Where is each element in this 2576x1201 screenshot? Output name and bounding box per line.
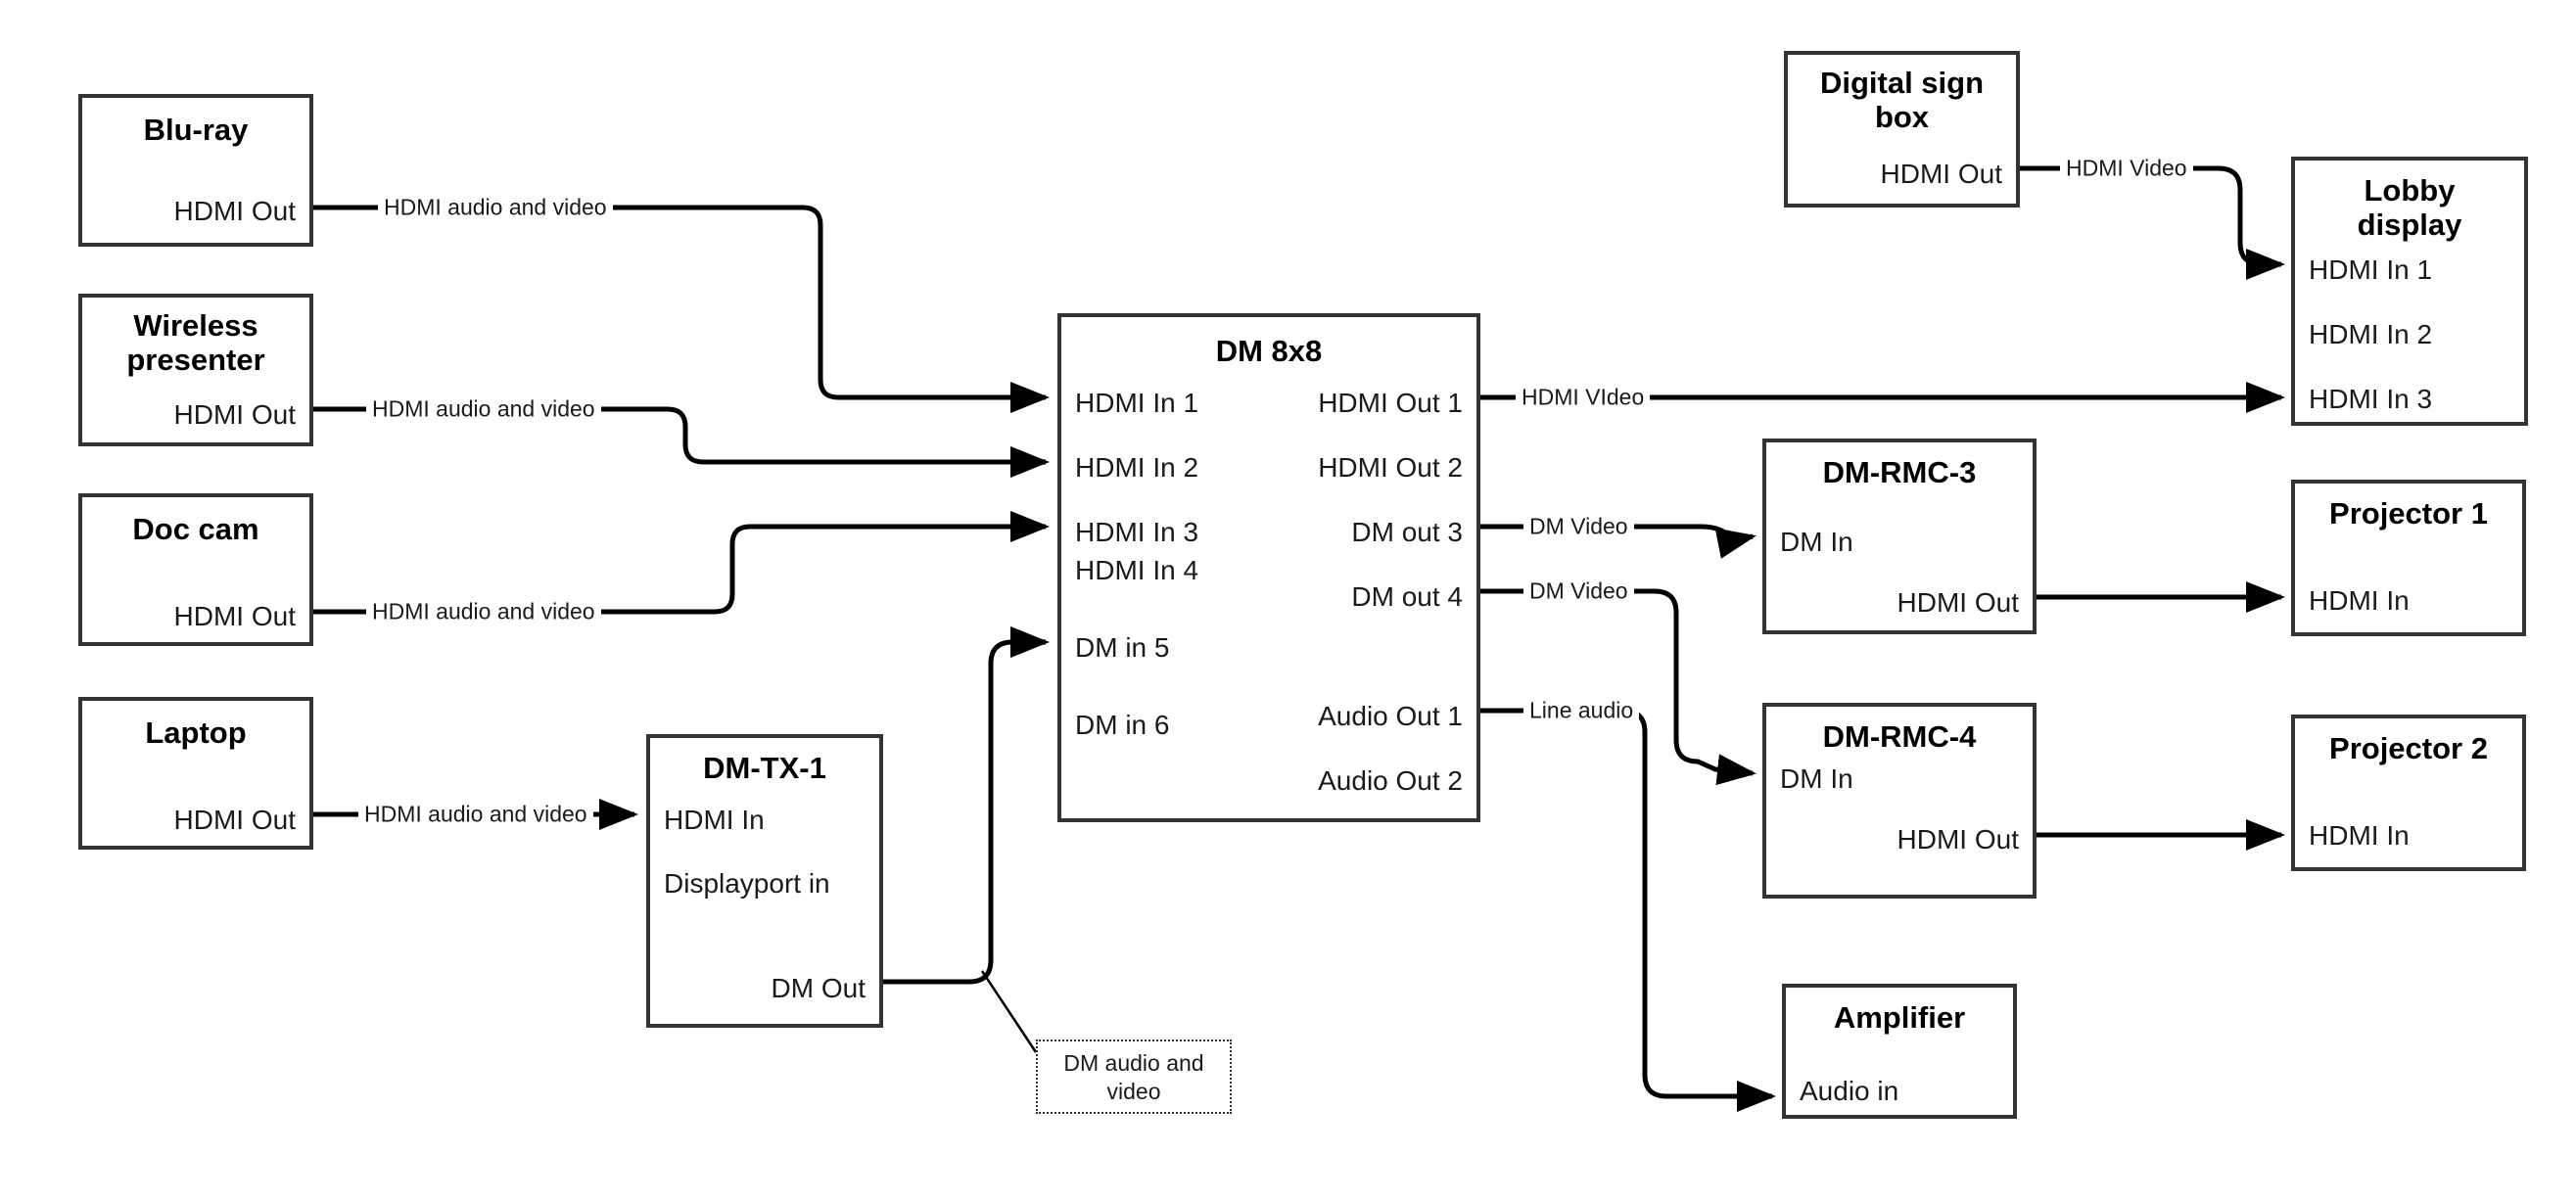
node-bluray[interactable]: Blu-ray HDMI Out bbox=[78, 94, 313, 247]
node-dm-8x8-port-hdmi-out-2: HDMI Out 2 bbox=[1318, 452, 1463, 483]
node-digital-sign-box-title: Digital sign box bbox=[1819, 66, 1985, 134]
wire-callout-leader bbox=[980, 970, 1038, 1053]
node-dm-rmc-3-title: DM-RMC-3 bbox=[1822, 455, 1977, 489]
node-dm-8x8[interactable]: DM 8x8 HDMI In 1 HDMI In 2 HDMI In 3 HDM… bbox=[1057, 313, 1480, 822]
edge-label-sign-to-lobby-in1: HDMI Video bbox=[2060, 155, 2193, 182]
node-laptop-title: Laptop bbox=[145, 716, 247, 750]
wire-dm-out4-to-rmc4 bbox=[1480, 588, 1756, 786]
node-lobby-display-port-hdmi-in-1: HDMI In 1 bbox=[2309, 254, 2433, 285]
node-bluray-port-hdmi-out: HDMI Out bbox=[173, 196, 296, 226]
node-wireless-presenter-title: Wireless presenter bbox=[126, 308, 265, 377]
node-dm-8x8-port-audio-out-2: Audio Out 2 bbox=[1318, 765, 1463, 796]
edge-callout-dm-audio-and-video: DM audio and video bbox=[1036, 1039, 1232, 1114]
node-laptop[interactable]: Laptop HDMI Out bbox=[78, 697, 313, 850]
node-dm-tx-1-title: DM-TX-1 bbox=[703, 751, 826, 785]
node-amplifier-title: Amplifier bbox=[1833, 1000, 1966, 1035]
node-lobby-display[interactable]: Lobby display HDMI In 1 HDMI In 2 HDMI I… bbox=[2291, 157, 2528, 426]
node-projector-2-port-hdmi-in: HDMI In bbox=[2309, 820, 2410, 851]
node-dm-8x8-port-dm-in-6: DM in 6 bbox=[1075, 710, 1170, 740]
node-projector-1-title: Projector 1 bbox=[2329, 496, 2488, 531]
node-dm-8x8-port-dm-out-4: DM out 4 bbox=[1351, 581, 1463, 612]
node-lobby-display-port-hdmi-in-2: HDMI In 2 bbox=[2309, 319, 2433, 349]
node-dm-8x8-port-hdmi-in-2: HDMI In 2 bbox=[1075, 452, 1199, 483]
edge-label-wireless-to-dm-in2: HDMI audio and video bbox=[366, 395, 601, 423]
node-amplifier[interactable]: Amplifier Audio in bbox=[1782, 984, 2017, 1119]
node-dm-rmc-4-port-hdmi-out: HDMI Out bbox=[1897, 824, 2019, 855]
wire-sign-to-lobby-in1 bbox=[2020, 165, 2286, 280]
node-dm-tx-1-port-hdmi-in: HDMI In bbox=[664, 805, 765, 835]
node-dm-rmc-4-port-dm-in: DM In bbox=[1780, 763, 1853, 794]
node-digital-sign-box-port-hdmi-out: HDMI Out bbox=[1880, 159, 2002, 189]
node-dm-8x8-port-hdmi-in-3: HDMI In 3 bbox=[1075, 517, 1199, 547]
node-dm-tx-1[interactable]: DM-TX-1 HDMI In Displayport in DM Out bbox=[646, 734, 883, 1028]
node-bluray-title: Blu-ray bbox=[143, 113, 249, 147]
node-lobby-display-port-hdmi-in-3: HDMI In 3 bbox=[2309, 384, 2433, 414]
edge-label-dm-out4-to-rmc4: DM Video bbox=[1523, 577, 1634, 605]
node-laptop-port-hdmi-out: HDMI Out bbox=[173, 805, 296, 835]
node-projector-2-title: Projector 2 bbox=[2329, 731, 2488, 765]
node-projector-1[interactable]: Projector 1 HDMI In bbox=[2291, 480, 2526, 636]
node-dm-8x8-port-hdmi-in-1: HDMI In 1 bbox=[1075, 388, 1199, 418]
node-dm-8x8-title: DM 8x8 bbox=[1215, 334, 1323, 368]
node-amplifier-port-audio-in: Audio in bbox=[1800, 1076, 1899, 1106]
node-dm-tx-1-port-displayport-in: Displayport in bbox=[664, 868, 830, 899]
edge-label-dm-aout1-to-amplifier: Line audio bbox=[1523, 697, 1640, 724]
node-lobby-display-title: Lobby display bbox=[2357, 173, 2462, 242]
wire-bluray-to-dm-in1 bbox=[313, 205, 1051, 413]
wire-dmtx1-to-dm-in5 bbox=[883, 625, 1051, 985]
node-wireless-presenter-port-hdmi-out: HDMI Out bbox=[173, 399, 296, 430]
node-projector-2[interactable]: Projector 2 HDMI In bbox=[2291, 715, 2526, 871]
node-dm-8x8-port-dm-out-3: DM out 3 bbox=[1351, 517, 1463, 547]
node-dm-8x8-port-audio-out-1: Audio Out 1 bbox=[1318, 701, 1463, 731]
node-dm-rmc-4-title: DM-RMC-4 bbox=[1822, 719, 1977, 754]
edge-label-bluray-to-dm-in1: HDMI audio and video bbox=[378, 194, 613, 221]
node-dm-tx-1-port-dm-out: DM Out bbox=[771, 973, 866, 1003]
wire-dm-aout1-to-amplifier bbox=[1480, 708, 1777, 1112]
node-dm-rmc-3-port-hdmi-out: HDMI Out bbox=[1897, 587, 2019, 618]
edge-label-dm-out3-to-rmc3: DM Video bbox=[1523, 513, 1634, 540]
node-dm-8x8-port-dm-in-5: DM in 5 bbox=[1075, 632, 1170, 663]
node-dm-8x8-port-hdmi-out-1: HDMI Out 1 bbox=[1318, 388, 1463, 418]
node-doc-cam-title: Doc cam bbox=[132, 512, 259, 546]
node-dm-rmc-4[interactable]: DM-RMC-4 DM In HDMI Out bbox=[1762, 703, 2037, 899]
node-digital-sign-box[interactable]: Digital sign box HDMI Out bbox=[1784, 51, 2020, 208]
node-wireless-presenter[interactable]: Wireless presenter HDMI Out bbox=[78, 294, 313, 446]
node-doc-cam-port-hdmi-out: HDMI Out bbox=[173, 601, 296, 631]
node-dm-rmc-3[interactable]: DM-RMC-3 DM In HDMI Out bbox=[1762, 439, 2037, 634]
edge-label-laptop-to-dmtx1: HDMI audio and video bbox=[358, 801, 593, 828]
node-dm-8x8-port-hdmi-in-4: HDMI In 4 bbox=[1075, 555, 1199, 585]
node-projector-1-port-hdmi-in: HDMI In bbox=[2309, 585, 2410, 616]
node-doc-cam[interactable]: Doc cam HDMI Out bbox=[78, 493, 313, 646]
edge-label-dm-out1-to-lobby-in3: HDMI VIdeo bbox=[1516, 384, 1651, 411]
node-dm-rmc-3-port-dm-in: DM In bbox=[1780, 527, 1853, 557]
edge-label-doccam-to-dm-in3: HDMI audio and video bbox=[366, 598, 601, 625]
